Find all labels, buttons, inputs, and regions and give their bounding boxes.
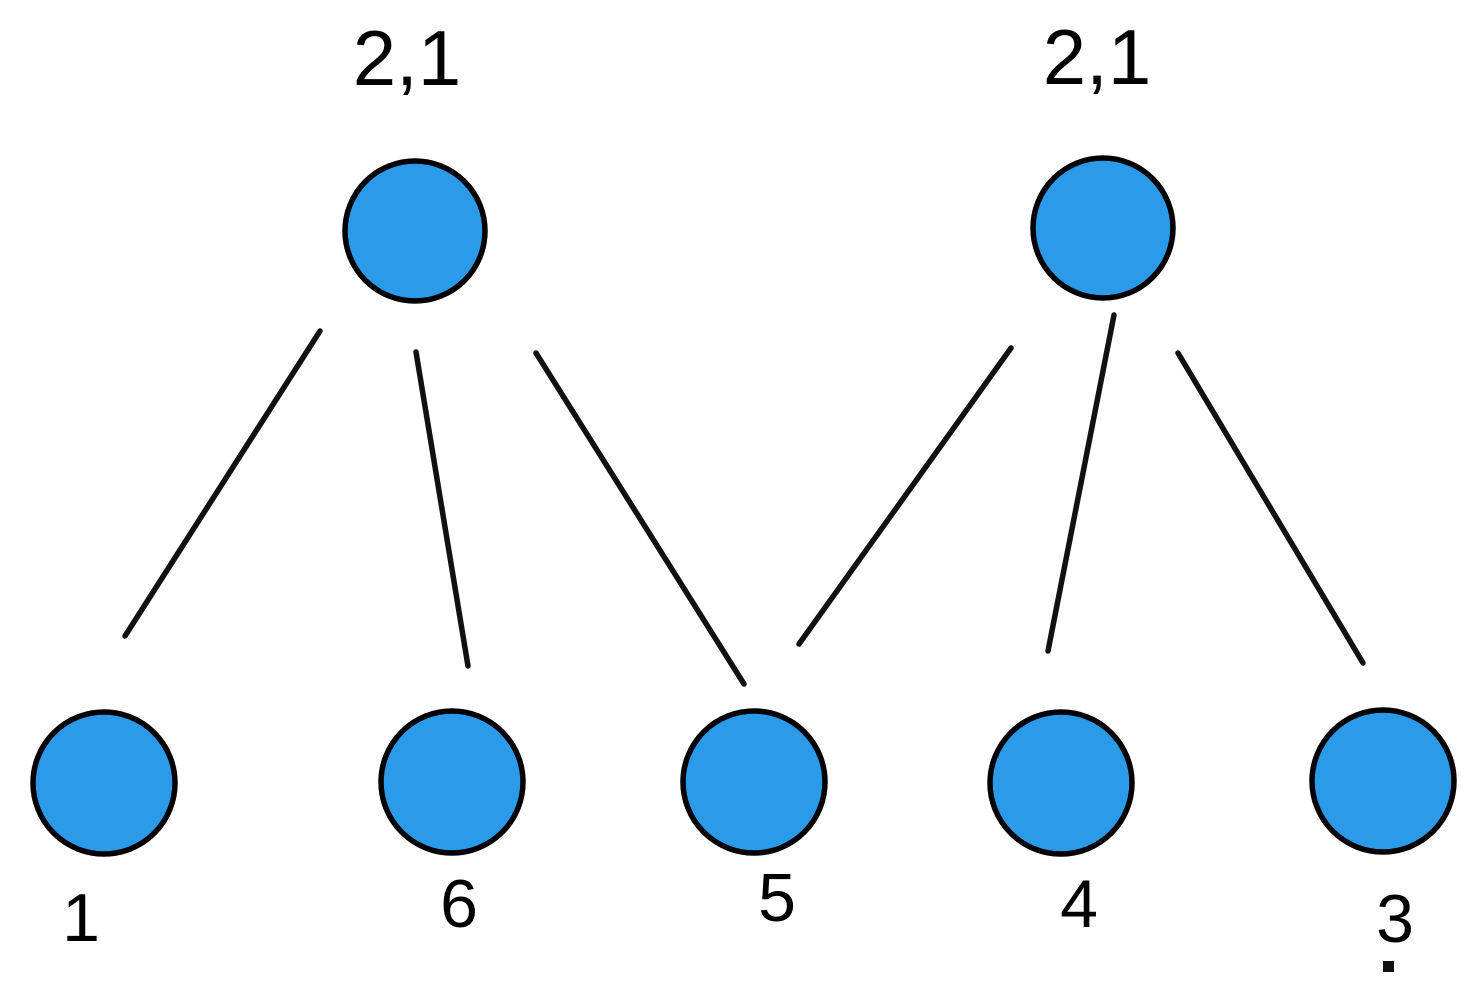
graph-node-leaf-3 [1309, 707, 1457, 855]
graph-node-leaf-5 [680, 708, 828, 856]
edge-top-left-to-leaf-1 [122, 328, 323, 639]
graph-node-leaf-6 [378, 708, 526, 856]
node-label-top-right: 2,1 [1043, 13, 1151, 101]
node-label-leaf-6: 6 [440, 866, 478, 942]
graph-node-leaf-4 [987, 709, 1135, 857]
node-label-leaf-1: 1 [62, 880, 100, 956]
period-dot [1383, 961, 1394, 972]
graph-node-leaf-1 [30, 709, 178, 857]
edge-top-right-to-leaf-5 [796, 345, 1014, 647]
edge-top-right-to-leaf-3 [1175, 350, 1366, 666]
node-label-top-left: 2,1 [353, 14, 461, 102]
edge-top-right-to-leaf-4 [1045, 312, 1117, 654]
graph-node-top-left [342, 158, 488, 304]
graph-node-top-right [1030, 155, 1176, 301]
node-label-leaf-5: 5 [758, 860, 796, 936]
edge-top-left-to-leaf-6 [413, 349, 471, 669]
node-label-leaf-4: 4 [1060, 866, 1098, 942]
edge-top-left-to-leaf-5 [533, 350, 747, 687]
node-label-leaf-3: 3 [1376, 881, 1414, 957]
